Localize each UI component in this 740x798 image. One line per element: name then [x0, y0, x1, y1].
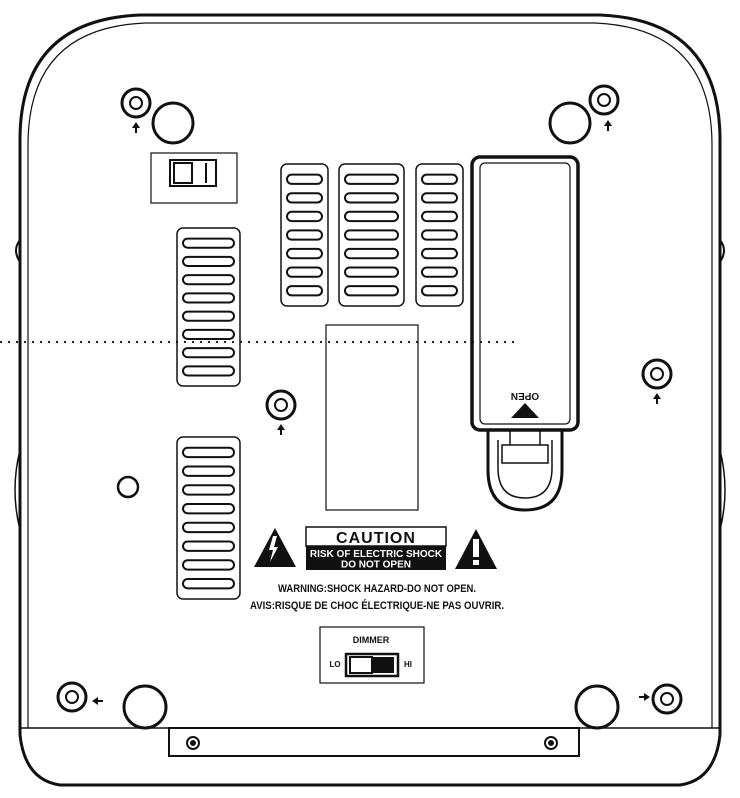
vent-slot — [182, 347, 235, 359]
warning-english: WARNING:SHOCK HAZARD-DO NOT OPEN. — [278, 583, 476, 595]
arrow-left-icon — [92, 697, 103, 705]
screw-top-left — [120, 87, 152, 119]
foot-hole-bottom-left — [122, 684, 168, 730]
battery-compartment[interactable] — [470, 155, 580, 512]
vent-slot — [344, 210, 399, 223]
foot-hole-top-left — [151, 101, 195, 145]
screw-center-left — [265, 389, 297, 421]
dimmer-low-label: LO — [329, 660, 340, 669]
vent-grille-left-upper — [176, 227, 241, 387]
screw-right — [641, 358, 673, 390]
screw-bottom-right — [651, 683, 683, 715]
vent-slot — [344, 247, 399, 260]
vent-grille-top-a — [280, 163, 329, 307]
vent-slot — [182, 255, 235, 267]
vent-slot — [182, 237, 235, 249]
battery-open-label: OPEN — [511, 390, 539, 401]
screw-bottom-left — [56, 681, 88, 713]
dimmer-label: DIMMER — [353, 635, 390, 645]
vent-slot — [344, 229, 399, 241]
vent-slot — [286, 192, 323, 204]
vent-slot — [182, 365, 235, 377]
vent-slot — [421, 173, 458, 185]
open-triangle-icon — [511, 403, 539, 418]
vent-slot — [182, 328, 235, 340]
foot-hole-top-right — [548, 101, 592, 145]
vent-grille-top-b — [338, 163, 405, 307]
caution-line1: RISK OF ELECTRIC SHOCK — [310, 549, 443, 560]
vent-slot — [286, 247, 323, 260]
vent-slot — [182, 521, 235, 534]
vent-slot — [182, 446, 235, 459]
small-hole — [116, 475, 140, 499]
vent-slot — [286, 285, 323, 297]
foot-hole-bottom-right — [574, 684, 620, 730]
vent-slot — [182, 274, 235, 286]
arrow-up-icon — [277, 424, 285, 435]
label-area — [325, 324, 419, 511]
caution-label: CAUTION RISK OF ELECTRIC SHOCK DO NOT OP… — [254, 526, 497, 571]
vent-slot — [182, 502, 235, 515]
vent-slot — [286, 229, 323, 241]
vent-slot — [182, 310, 235, 322]
vent-slot — [421, 285, 458, 297]
vent-slot — [286, 173, 323, 185]
bottom-plate — [168, 727, 580, 757]
selector-switch[interactable] — [150, 152, 238, 204]
vent-slot — [182, 465, 235, 477]
vent-slot — [421, 229, 458, 241]
arrow-up-icon — [604, 120, 612, 131]
caution-title: CAUTION — [336, 530, 416, 547]
vent-slot — [182, 292, 235, 304]
vent-grille-top-c — [415, 163, 464, 307]
vent-slot — [421, 247, 458, 260]
vent-slot — [182, 577, 235, 590]
vent-slot — [286, 266, 323, 278]
vent-slot — [421, 266, 458, 278]
arrow-up-icon — [653, 393, 661, 404]
dimmer-switch[interactable] — [344, 652, 400, 678]
vent-slot — [182, 559, 235, 571]
screw-top-right — [588, 84, 620, 116]
warning-french: AVIS:RISQUE DE CHOC ÉLECTRIQUE-NE PAS OU… — [250, 599, 504, 612]
vent-slot — [344, 192, 399, 204]
vent-slot — [344, 173, 399, 185]
vent-slot — [421, 192, 458, 204]
dimmer-switch-panel: DIMMER LO HI — [319, 626, 425, 684]
vent-slot — [286, 210, 323, 223]
vent-slot — [421, 210, 458, 223]
arrow-up-icon — [132, 122, 140, 133]
vent-slot — [344, 285, 399, 297]
arrow-right-icon — [639, 693, 650, 701]
vent-slot — [344, 266, 399, 278]
caution-line2: DO NOT OPEN — [341, 560, 411, 571]
vent-grille-left-lower — [176, 436, 241, 600]
housing — [14, 13, 726, 787]
vent-slot — [182, 484, 235, 496]
vent-slot — [182, 540, 235, 552]
dimmer-high-label: HI — [404, 660, 412, 669]
